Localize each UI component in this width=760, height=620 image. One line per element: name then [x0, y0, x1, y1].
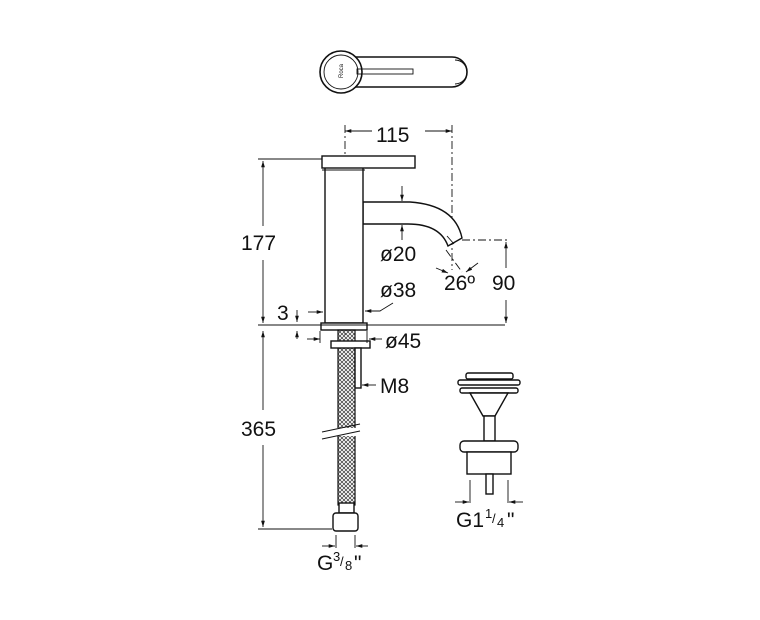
dim-flange-thickness: 3 — [277, 302, 289, 325]
svg-text:/: / — [340, 554, 344, 569]
dim-waste-connection: G1 1 / 4 " — [456, 506, 514, 532]
svg-text:/: / — [492, 511, 496, 526]
svg-text:1: 1 — [485, 506, 492, 521]
dim-spout-diameter: ø20 — [380, 243, 416, 266]
top-view: Roca — [319, 50, 468, 94]
break-line — [321, 423, 361, 433]
svg-text:G1: G1 — [456, 509, 484, 532]
dim-hose-length: 365 — [241, 418, 276, 441]
handle-inner-ring — [323, 54, 359, 90]
dim-stud-thread: M8 — [380, 375, 409, 398]
lever-top — [355, 56, 468, 88]
dim-body-diameter: ø38 — [380, 279, 416, 302]
base-flange — [320, 322, 368, 331]
faucet-side-view — [320, 155, 463, 532]
waste-stem — [483, 415, 496, 442]
spout — [362, 201, 463, 248]
flexible-hose — [337, 329, 356, 506]
fixing-nut — [330, 340, 371, 349]
waste-flange — [459, 440, 519, 453]
dim-height: 177 — [241, 232, 276, 255]
body — [324, 156, 364, 324]
svg-text:": " — [354, 552, 361, 575]
lever-slot — [356, 68, 414, 75]
threaded-stud — [354, 347, 362, 389]
svg-text:": " — [507, 509, 514, 532]
hose-end-nut — [332, 512, 359, 532]
waste-cage — [468, 392, 510, 417]
lever — [321, 155, 416, 169]
waste-pin — [485, 473, 494, 495]
dim-hose-connection: G 3 / 8 " — [317, 549, 361, 575]
handle-body-top — [319, 50, 363, 94]
dim-base-diameter: ø45 — [385, 330, 421, 353]
popup-waste — [455, 372, 523, 504]
waste-body — [466, 451, 512, 475]
logo: Roca — [339, 63, 345, 78]
dim-spout-angle: 26º — [444, 272, 475, 295]
svg-text:8: 8 — [345, 558, 352, 573]
svg-text:G: G — [317, 552, 333, 575]
dim-spout-height: 90 — [492, 272, 515, 295]
svg-text:3: 3 — [333, 549, 340, 564]
waste-cap — [465, 372, 514, 380]
svg-text:4: 4 — [497, 515, 504, 530]
dim-reach: 115 — [376, 124, 409, 147]
